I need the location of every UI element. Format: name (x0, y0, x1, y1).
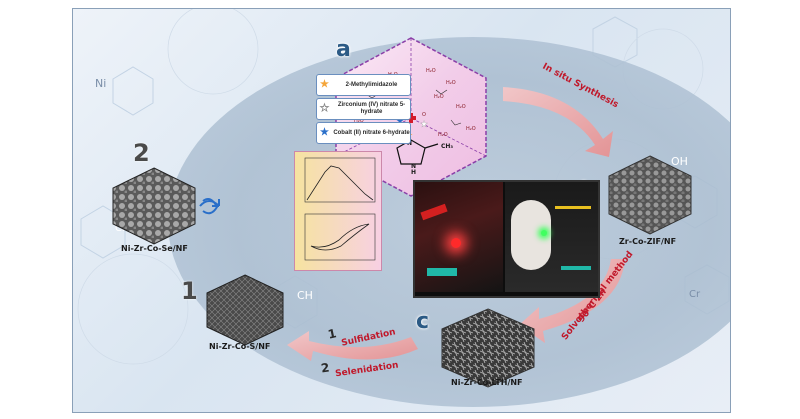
svg-text:O: O (422, 112, 426, 118)
process-arrows (199, 87, 625, 361)
micrograph-lth (441, 308, 535, 388)
svg-text:H₂O: H₂O (434, 94, 444, 100)
led-glow-icon (451, 238, 461, 248)
micrograph-selenide (112, 167, 196, 245)
teal-wire-icon (561, 266, 591, 270)
step-2-label: 2 (133, 139, 150, 167)
svg-text:★: ★ (396, 116, 404, 126)
reagent-label: Cobalt (II) nitrate 6-hydrate (333, 129, 410, 136)
micrograph-zif (608, 155, 692, 235)
product-label-lth: Ni-Zr-Co-LTH/NF (451, 378, 523, 387)
yellow-wire-icon (555, 206, 591, 209)
svg-text:H₂O: H₂O (466, 126, 476, 132)
product-label-sulfide: Ni-Zr-Co-S/NF (209, 342, 271, 351)
bg-label-cr-right: Cr (689, 289, 701, 300)
device-demonstration-photo (413, 180, 600, 298)
arrow-number-selenidation: 2 (320, 360, 331, 376)
bg-label-ni: Ni (95, 77, 107, 90)
star-icon: ★ (320, 127, 329, 138)
green-led-icon (541, 230, 547, 236)
step-1-label: 1 (181, 277, 198, 305)
svg-text:H₂O: H₂O (456, 104, 466, 110)
product-label-zif: Zr-Co-ZIF/NF (619, 237, 677, 246)
svg-text:★: ★ (420, 119, 428, 129)
product-label-selenide: Ni-Zr-Co-Se/NF (121, 244, 188, 253)
bg-label-oh: OH (671, 155, 688, 168)
step-c-label: c (416, 309, 430, 334)
svg-text:H₂O: H₂O (446, 80, 456, 86)
reagent-label: 2-Methylimidazole (345, 81, 398, 88)
molecule-ch3-label: CH₃ (441, 143, 454, 150)
step-a-label: a (336, 37, 351, 62)
svg-text:H₂O: H₂O (354, 118, 364, 124)
bg-label-ch: CH (297, 289, 313, 302)
reagent-item-methylimidazole: ★ 2-Methylimidazole (316, 74, 411, 96)
teal-clip-icon (427, 268, 457, 276)
gcd-curve-plot (304, 157, 376, 203)
cv-curve-plot (304, 213, 376, 261)
star-icon: ★ (320, 103, 329, 114)
svg-text:H₂O: H₂O (438, 132, 448, 138)
electrochemical-graphs-panel (294, 151, 382, 271)
micrograph-sulfide (206, 274, 284, 346)
molecule-nh-label: N H (411, 163, 417, 176)
reagent-item-cobalt-nitrate: ★ Cobalt (II) nitrate 6-hydrate (316, 122, 411, 144)
bg-label-cr-left: Cr (115, 223, 127, 234)
svg-text:H₂O: H₂O (426, 68, 436, 74)
star-icon: ★ (320, 79, 329, 90)
reagent-label: Zirconium (IV) nitrate 5-hydrate (337, 102, 406, 115)
reagent-item-zirconium-nitrate: ★ Zirconium (IV) nitrate 5-hydrate (316, 98, 411, 120)
